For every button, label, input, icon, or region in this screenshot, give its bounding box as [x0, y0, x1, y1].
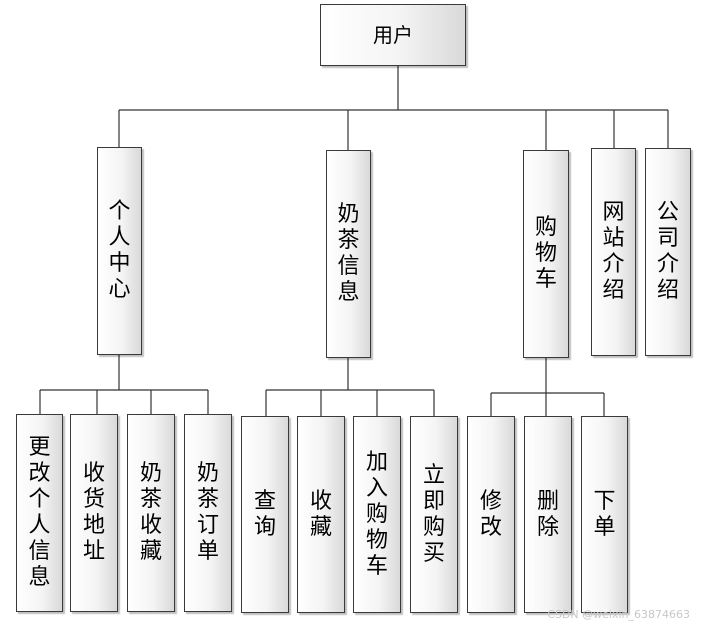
node-query: 查询 [241, 416, 289, 613]
node-tea-favorites: 奶茶收藏 [127, 414, 175, 612]
node-modify-label: 修改 [479, 488, 502, 540]
node-place-order-label: 下单 [593, 488, 616, 540]
node-delete: 删除 [524, 416, 572, 613]
node-shopping-cart-label: 购物车 [534, 215, 557, 292]
node-milk-tea-info: 奶茶信息 [326, 150, 371, 358]
node-company-intro-label: 公司介绍 [656, 200, 679, 303]
node-buy-now-label: 立即购买 [422, 462, 445, 566]
node-milk-tea-info-label: 奶茶信息 [337, 202, 360, 305]
watermark-text: CSDN @weixin_63874663 [547, 608, 690, 621]
node-add-to-cart-label: 加入购物车 [365, 449, 388, 579]
node-modify: 修改 [467, 416, 515, 613]
node-edit-profile: 更改个人信息 [16, 414, 63, 612]
node-shipping-address-label: 收货地址 [82, 461, 105, 564]
node-add-to-cart: 加入购物车 [353, 416, 401, 613]
node-root-label: 用户 [373, 23, 413, 47]
node-place-order: 下单 [581, 416, 628, 613]
node-tea-favorites-label: 奶茶收藏 [139, 461, 162, 564]
node-shopping-cart: 购物车 [523, 150, 569, 358]
node-site-intro-label: 网站介绍 [602, 200, 625, 303]
node-collect: 收藏 [297, 416, 345, 613]
node-delete-label: 删除 [536, 488, 559, 540]
node-personal-center-label: 个人中心 [108, 199, 131, 302]
node-site-intro: 网站介绍 [591, 148, 636, 356]
node-shipping-address: 收货地址 [70, 414, 118, 612]
node-tea-orders-label: 奶茶订单 [196, 461, 219, 564]
node-edit-profile-label: 更改个人信息 [28, 435, 51, 590]
node-tea-orders: 奶茶订单 [184, 414, 232, 612]
node-collect-label: 收藏 [309, 488, 332, 540]
node-buy-now: 立即购买 [410, 416, 458, 613]
node-company-intro: 公司介绍 [645, 148, 691, 356]
node-root: 用户 [320, 4, 466, 66]
node-query-label: 查询 [253, 488, 276, 540]
node-personal-center: 个人中心 [97, 147, 142, 355]
